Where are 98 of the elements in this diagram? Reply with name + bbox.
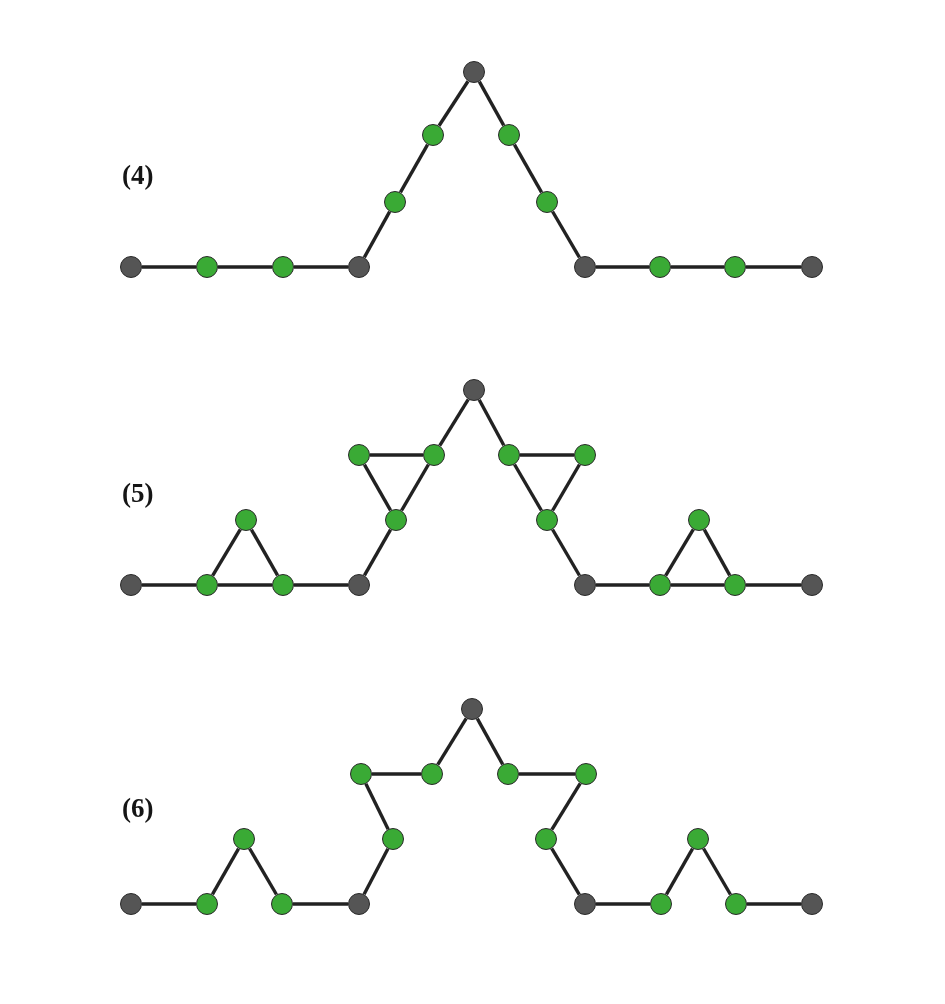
- connector-line: [218, 265, 272, 269]
- connector-line: [520, 453, 574, 457]
- division-point-dot: [421, 763, 443, 785]
- division-point-dot: [271, 893, 293, 915]
- division-point-dot: [536, 191, 558, 213]
- connector-line: [294, 265, 348, 269]
- connector-line: [248, 847, 278, 896]
- connector-line: [142, 902, 196, 906]
- division-point-dot: [687, 828, 709, 850]
- connector-line: [512, 143, 544, 194]
- connector-line: [550, 782, 582, 831]
- vertex-dot: [120, 256, 142, 278]
- division-point-dot: [385, 509, 407, 531]
- connector-line: [372, 772, 421, 776]
- step-label: (5): [122, 477, 154, 509]
- vertex-dot: [348, 256, 370, 278]
- vertex-dot: [801, 574, 823, 596]
- connector-line: [218, 583, 272, 587]
- division-point-dot: [422, 124, 444, 146]
- connector-line: [362, 210, 392, 259]
- connector-line: [437, 80, 470, 127]
- connector-line: [596, 902, 650, 906]
- division-point-dot: [350, 763, 372, 785]
- connector-line: [142, 265, 196, 269]
- connector-line: [477, 398, 506, 447]
- step-label: (6): [122, 792, 154, 824]
- division-point-dot: [649, 256, 671, 278]
- division-point-dot: [688, 509, 710, 531]
- division-point-dot: [649, 574, 671, 596]
- vertex-dot: [574, 574, 596, 596]
- division-point-dot: [233, 828, 255, 850]
- connector-line: [249, 528, 280, 577]
- connector-line: [362, 463, 393, 512]
- vertex-dot: [461, 698, 483, 720]
- connector-line: [210, 847, 241, 896]
- vertex-dot: [574, 256, 596, 278]
- vertex-dot: [463, 61, 485, 83]
- division-point-dot: [272, 574, 294, 596]
- connector-line: [702, 847, 732, 896]
- connector-line: [475, 717, 505, 766]
- division-point-dot: [498, 444, 520, 466]
- division-point-dot: [498, 124, 520, 146]
- connector-line: [364, 783, 390, 830]
- connector-line: [550, 847, 581, 896]
- connector-line: [519, 772, 575, 776]
- vertex-dot: [574, 893, 596, 915]
- vertex-dot: [120, 574, 142, 596]
- vertex-dot: [348, 574, 370, 596]
- connector-line: [551, 528, 581, 577]
- division-point-dot: [724, 256, 746, 278]
- connector-line: [294, 583, 348, 587]
- division-point-dot: [536, 509, 558, 531]
- connector-line: [551, 210, 581, 259]
- division-point-dot: [575, 763, 597, 785]
- connector-line: [398, 143, 430, 194]
- connector-line: [671, 265, 724, 269]
- division-point-dot: [235, 509, 257, 531]
- connector-line: [746, 265, 801, 269]
- connector-line: [664, 847, 695, 896]
- connector-line: [438, 398, 470, 447]
- connector-line: [211, 528, 242, 577]
- connector-line: [702, 528, 732, 577]
- vertex-dot: [801, 893, 823, 915]
- vertex-dot: [463, 379, 485, 401]
- division-point-dot: [196, 574, 218, 596]
- connector-line: [513, 463, 543, 512]
- connector-line: [747, 902, 801, 906]
- division-point-dot: [535, 828, 557, 850]
- connector-line: [596, 265, 649, 269]
- connector-line: [596, 583, 649, 587]
- connector-line: [362, 528, 393, 577]
- division-point-dot: [382, 828, 404, 850]
- connector-line: [477, 80, 506, 127]
- division-point-dot: [272, 256, 294, 278]
- division-point-dot: [650, 893, 672, 915]
- connector-line: [551, 463, 581, 512]
- division-point-dot: [725, 893, 747, 915]
- connector-line: [362, 847, 390, 896]
- connector-line: [746, 583, 801, 587]
- vertex-dot: [348, 893, 370, 915]
- vertex-dot: [120, 893, 142, 915]
- division-point-dot: [423, 444, 445, 466]
- connector-line: [664, 528, 695, 577]
- connector-line: [370, 453, 423, 457]
- connector-line: [293, 902, 348, 906]
- connector-line: [400, 463, 430, 512]
- vertex-dot: [801, 256, 823, 278]
- connector-line: [436, 717, 468, 766]
- step-label: (4): [122, 159, 154, 191]
- division-point-dot: [724, 574, 746, 596]
- division-point-dot: [196, 256, 218, 278]
- division-point-dot: [574, 444, 596, 466]
- connector-line: [671, 583, 724, 587]
- connector-line: [142, 583, 196, 587]
- division-point-dot: [497, 763, 519, 785]
- division-point-dot: [348, 444, 370, 466]
- division-point-dot: [384, 191, 406, 213]
- division-point-dot: [196, 893, 218, 915]
